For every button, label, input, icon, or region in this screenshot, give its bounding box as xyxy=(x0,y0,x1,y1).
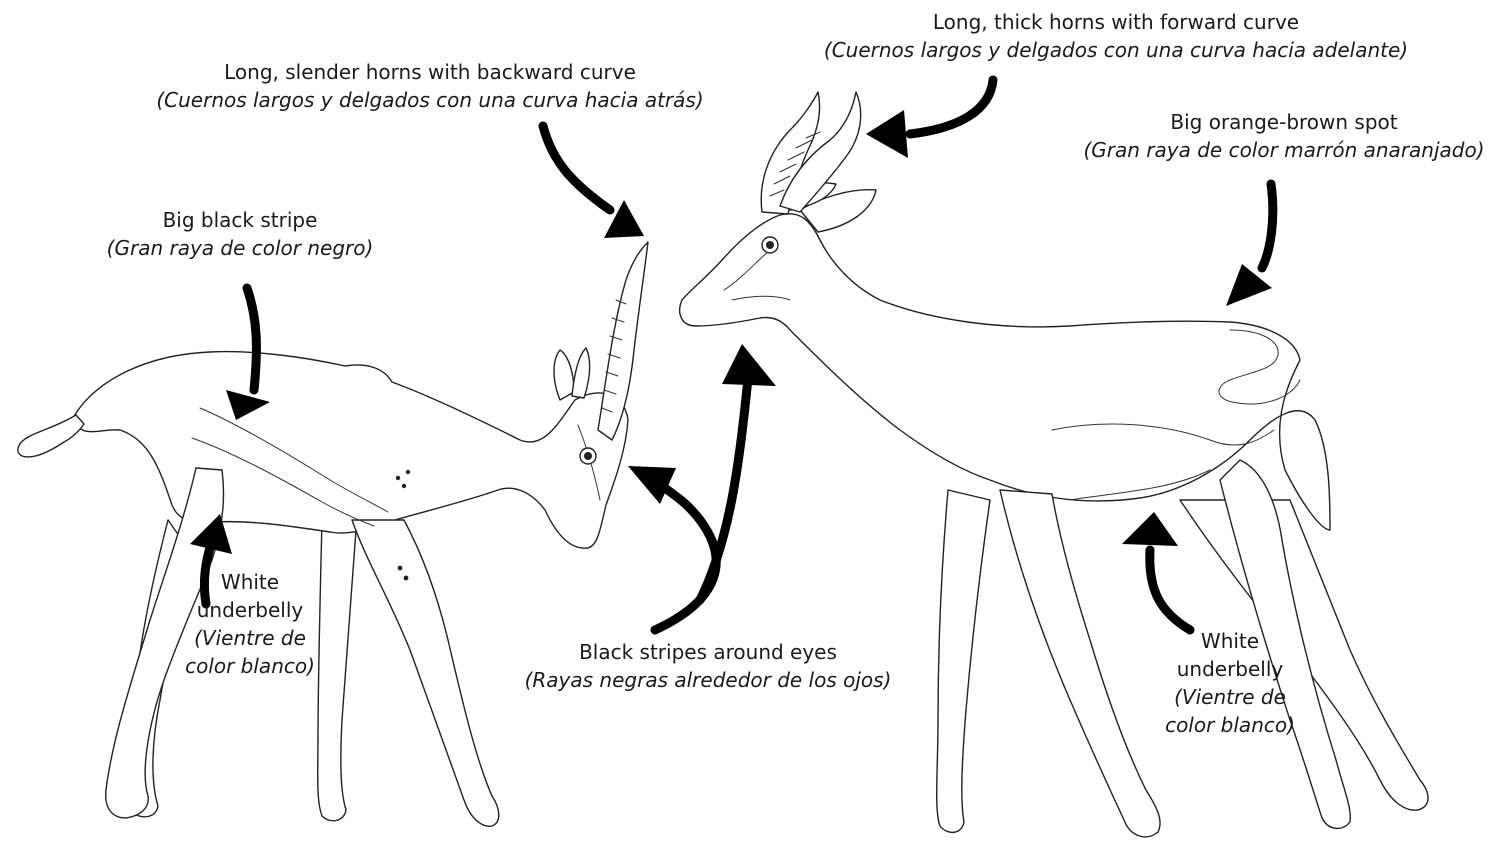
label-eye-stripes: Black stripes around eyes (Rayas negras … xyxy=(508,638,908,694)
label-thick-horns: Long, thick horns with forward curve (Cu… xyxy=(806,8,1426,64)
left-antelope-spot xyxy=(398,566,403,571)
arrow-underbelly-right-head xyxy=(1122,512,1178,546)
left-antelope-spot xyxy=(402,484,406,488)
right-antelope-pupil xyxy=(766,241,774,249)
left-antelope-spot xyxy=(396,476,400,480)
label-underbelly-left-en-2: underbelly xyxy=(170,596,330,624)
label-underbelly-left-en-1: White xyxy=(170,568,330,596)
label-slender-horns: Long, slender horns with backward curve … xyxy=(140,58,720,114)
arrow-underbelly-right xyxy=(1150,550,1190,630)
label-thick-horns-es: (Cuernos largos y delgados con una curva… xyxy=(806,36,1426,64)
label-slender-horns-es: (Cuernos largos y delgados con una curva… xyxy=(140,86,720,114)
label-underbelly-right-es-1: (Vientre de xyxy=(1150,683,1310,711)
arrow-thick-horns-head xyxy=(866,110,908,158)
left-antelope-horn xyxy=(598,242,648,440)
label-black-stripe-es: (Gran raya de color negro) xyxy=(90,234,390,262)
label-orange-spot: Big orange-brown spot (Gran raya de colo… xyxy=(1064,108,1501,164)
left-antelope-near-front-leg xyxy=(352,520,499,826)
left-antelope-pupil xyxy=(584,452,592,460)
arrow-eye-stripes-right xyxy=(700,378,748,600)
right-antelope-far-front-leg xyxy=(937,490,990,832)
right-antelope xyxy=(680,92,1428,837)
label-eye-stripes-es: (Rayas negras alrededor de los ojos) xyxy=(508,666,908,694)
left-antelope-body xyxy=(72,352,628,549)
label-underbelly-right-es-2: color blanco) xyxy=(1150,711,1310,739)
label-black-stripe: Big black stripe (Gran raya de color neg… xyxy=(90,206,390,262)
arrow-thick-horns xyxy=(910,80,993,134)
label-underbelly-left-es-2: color blanco) xyxy=(170,652,330,680)
arrow-eye-stripes-left-head xyxy=(628,466,676,504)
arrow-eye-stripes-left xyxy=(655,486,716,630)
label-underbelly-left: White underbelly (Vientre de color blanc… xyxy=(170,568,330,680)
label-slender-horns-en: Long, slender horns with backward curve xyxy=(140,58,720,86)
label-underbelly-right-en-1: White xyxy=(1150,627,1310,655)
label-thick-horns-en: Long, thick horns with forward curve xyxy=(806,8,1426,36)
left-antelope-ear-2 xyxy=(572,348,590,398)
label-eye-stripes-en: Black stripes around eyes xyxy=(508,638,908,666)
left-antelope-spot xyxy=(406,470,410,474)
arrow-eye-stripes-right-head xyxy=(722,344,776,386)
left-antelope-ear xyxy=(554,350,574,400)
arrow-orange-spot xyxy=(1262,184,1273,268)
label-underbelly-left-es-1: (Vientre de xyxy=(170,624,330,652)
label-orange-spot-en: Big orange-brown spot xyxy=(1064,108,1501,136)
left-antelope xyxy=(18,242,648,826)
label-underbelly-right: White underbelly (Vientre de color blanc… xyxy=(1150,627,1310,739)
label-orange-spot-es: (Gran raya de color marrón anaranjado) xyxy=(1064,136,1501,164)
arrow-slender-horns xyxy=(543,126,610,210)
left-antelope-spot xyxy=(404,576,409,581)
label-underbelly-right-en-2: underbelly xyxy=(1150,655,1310,683)
left-antelope-tail xyxy=(18,415,84,457)
label-black-stripe-en: Big black stripe xyxy=(90,206,390,234)
